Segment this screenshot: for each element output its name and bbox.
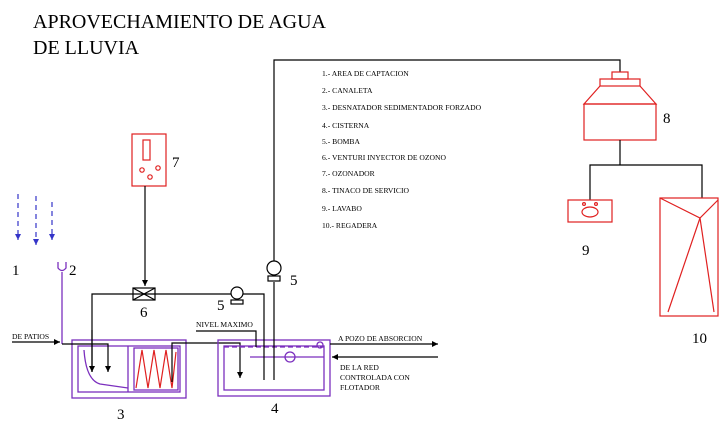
title-line-1: APROVECHAMIENTO DE AGUA [33,11,327,33]
tank-3-outer [71,339,187,399]
overflow-valve [316,341,324,349]
tank-shoulder [582,85,658,105]
max-level-label: NIVEL MAXIMO [196,320,253,329]
label-4: 4 [271,401,279,417]
rain-arrows [15,194,55,245]
label-6: 6 [140,305,148,321]
mains-label-line-1: DE LA RED [340,363,379,372]
sink-basin [581,206,599,218]
sediment-line [83,349,129,389]
filter-zigzag [135,349,177,389]
legend-item-2: 2.- CANALETA [322,86,373,95]
de-patios-label: DE PATIOS [12,332,49,341]
mains-label-line-2: CONTROLADA CON [340,373,410,382]
ozonator-body [131,133,167,187]
legend-item-3: 3.- DESNATADOR SEDIMENTADOR FORZADO [322,103,482,112]
shower-spray [699,217,715,313]
legend-item-6: 6.- VENTURI INYECTOR DE OZONO [322,153,446,162]
skimmer-settler-tank [71,339,187,399]
tank-body [583,103,657,141]
mains-label-line-3: FLOTADOR [340,383,381,392]
label-10: 10 [692,331,707,347]
label-7: 7 [172,155,180,171]
shower-spray [667,217,701,313]
pump-suction-line [243,293,265,380]
shower-enclosure [659,197,719,317]
cistern [217,339,331,397]
label-8: 8 [663,111,671,127]
sink-body [567,199,613,223]
legend: 1.- AREA DE CAPTACION 2.- CANALETA 3.- D… [322,69,482,230]
legend-item-9: 9.- LAVABO [322,204,362,213]
transfer-pipe [171,342,243,382]
venturi-cross [132,287,156,301]
pump-base [230,299,244,305]
float-ball [284,351,296,363]
legend-item-4: 4.- CISTERNA [322,121,370,130]
recirculation-line [91,293,231,372]
shower-icon [659,197,719,317]
label-5-upper: 5 [290,273,298,289]
legend-item-7: 7.- OZONADOR [322,169,376,178]
tank-collar [599,78,641,87]
gutter-icon [57,262,67,272]
ozonator-knob [147,174,153,180]
tank-3-inner [77,345,181,393]
sink-icon [567,199,613,223]
sink-tap [581,202,586,207]
distribution-line [589,164,703,200]
label-9: 9 [582,243,590,259]
label-1: 1 [12,263,20,279]
ozonator-display [142,139,151,161]
ozonator-knob [155,165,161,171]
pump-icon [230,286,244,305]
storage-tank [582,71,658,141]
pump-base [267,275,281,282]
ozonator [131,133,167,187]
label-3: 3 [117,407,125,422]
filter-box [133,347,179,391]
legend-item-8: 8.- TINACO DE SERVICIO [322,186,410,195]
pump-body [230,286,244,300]
inlet-pipe [62,343,111,372]
pump-icon [266,260,282,282]
sink-tap [593,202,598,207]
ozonator-knob [139,167,145,173]
shower-line [659,197,719,219]
tank-lid [611,71,629,80]
legend-item-5: 5.- BOMBA [322,137,360,146]
label-5-lower: 5 [217,298,225,314]
venturi-body [132,287,156,301]
max-level-leader [196,330,257,347]
label-2: 2 [69,263,77,279]
venturi-icon [132,287,156,301]
legend-item-1: 1.- AREA DE CAPTACION [322,69,409,78]
supply-line [273,59,621,261]
title-line-2: DE LLUVIA [33,37,140,59]
absorption-label: A POZO DE ABSORCION [338,334,423,343]
legend-item-10: 10.- REGADERA [322,221,378,230]
pump-body [266,260,282,276]
